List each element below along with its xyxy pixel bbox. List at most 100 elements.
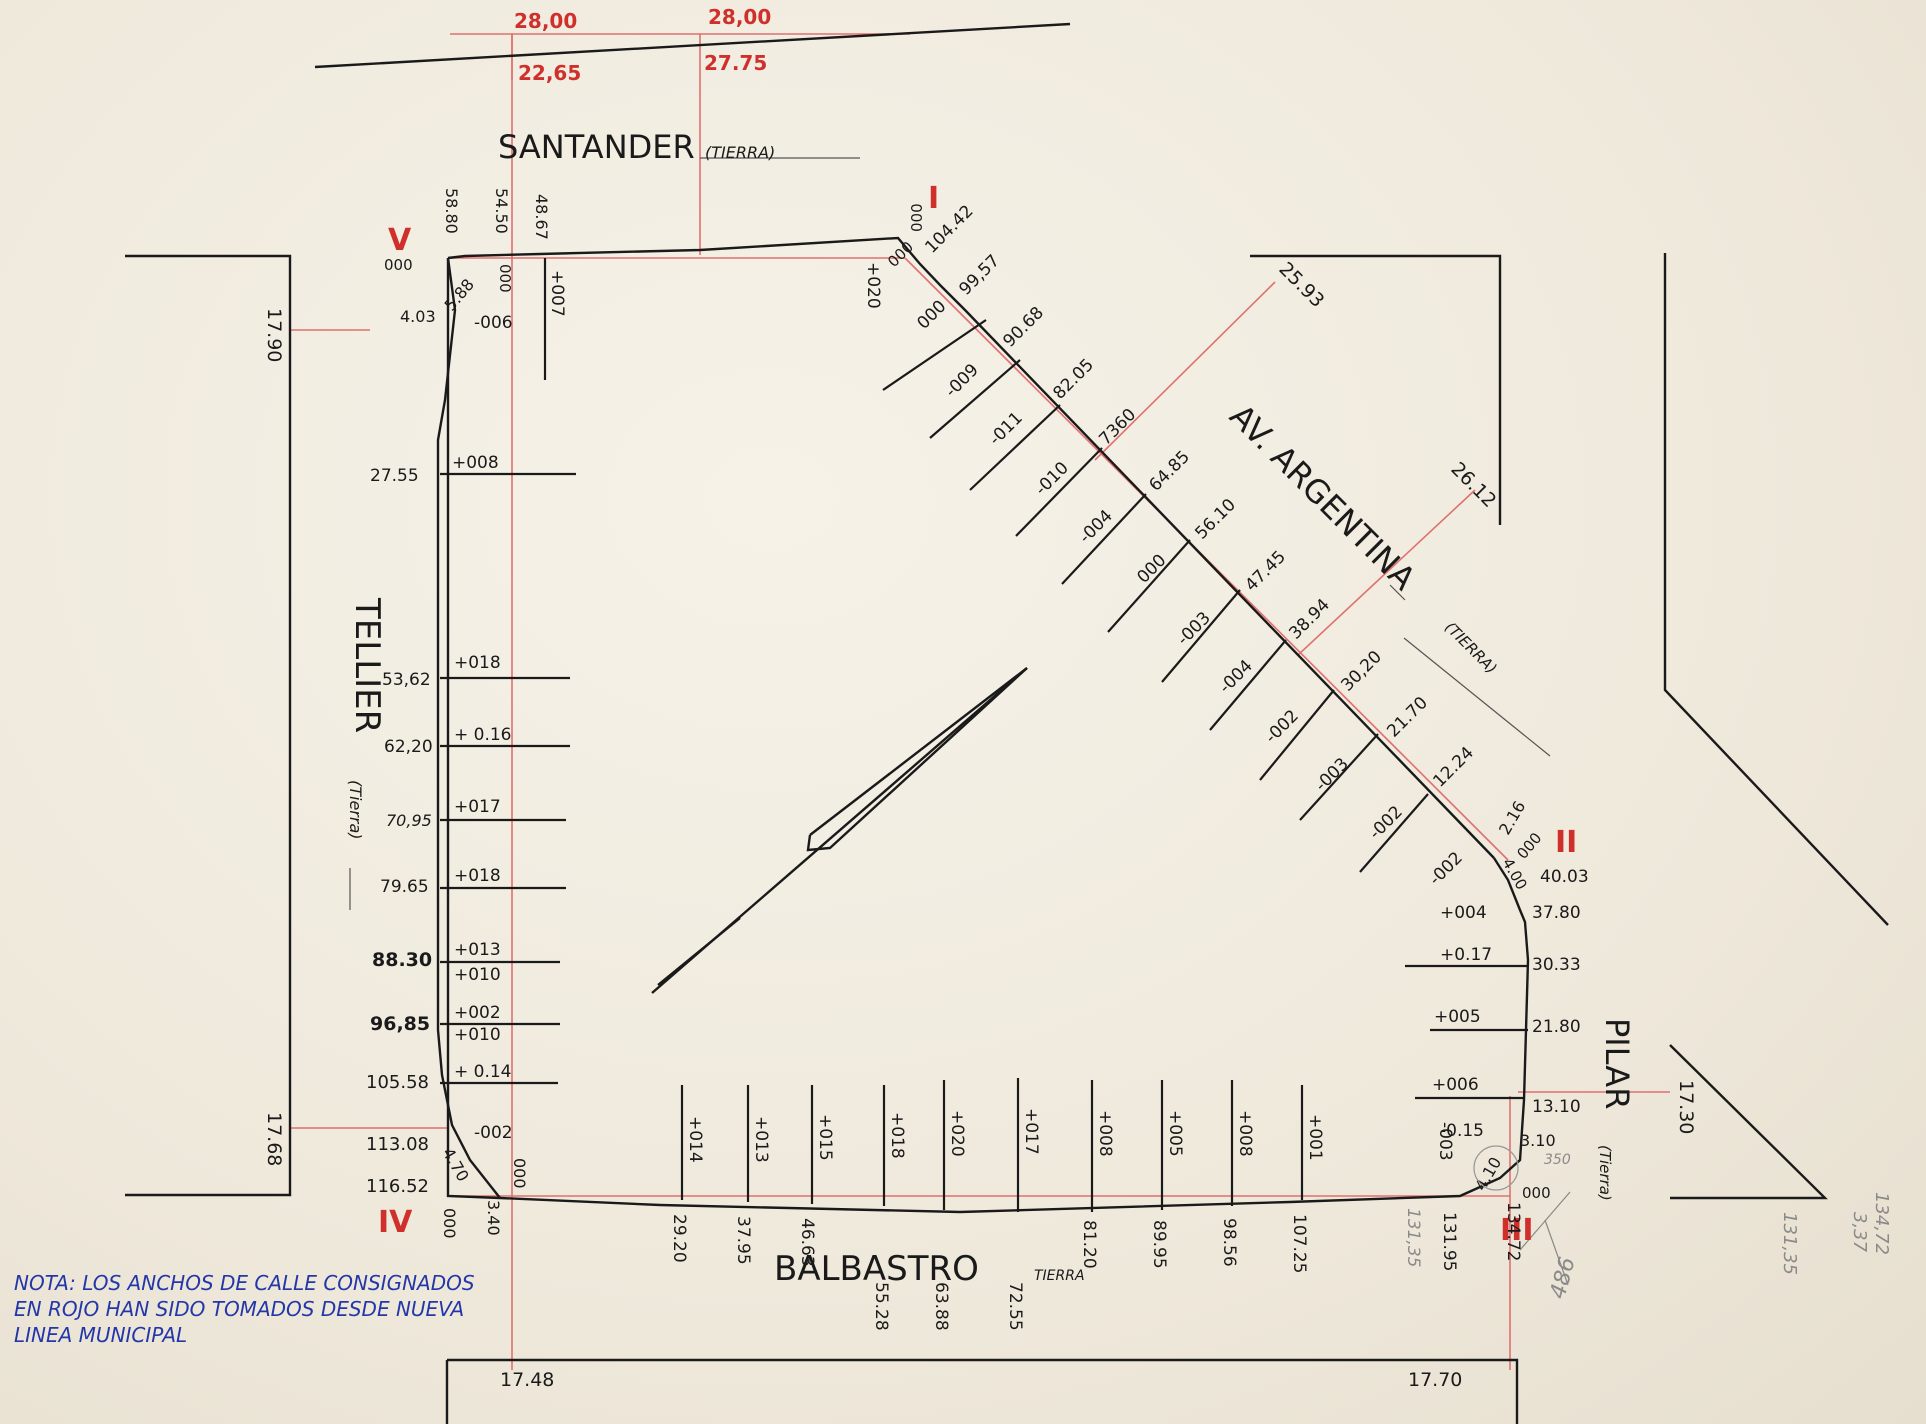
north-chain-588: 5.88: [441, 275, 478, 315]
balb-chain-2: 37.95: [733, 1216, 753, 1265]
tellier-chain-5: 79.65: [380, 877, 429, 897]
arg-level-11: -002: [1365, 802, 1406, 843]
tellier-chain-1: 27.55: [370, 466, 419, 486]
balb-level-9: +008: [1235, 1110, 1255, 1157]
pencil-note-3: 3,37: [1849, 1212, 1870, 1253]
street-balbastro: BALBASTRO: [774, 1249, 979, 1289]
pencil-note-4: 131,35: [1779, 1212, 1800, 1275]
arg-chain-5: 64.85: [1145, 447, 1194, 496]
width-tellier-top: 17.90: [263, 308, 285, 362]
balb-level-6: +017: [1021, 1108, 1041, 1155]
tellier-chain-11: 113.08: [366, 1134, 429, 1155]
pencil-note-2: 134,72: [1871, 1192, 1892, 1255]
balb-level-2: +013: [751, 1116, 771, 1163]
balb-level-11: -003: [1435, 1122, 1455, 1161]
width-argentina-top: 25.93: [1274, 258, 1328, 312]
note-line-1: NOTA: LOS ANCHOS DE CALLE CONSIGNADOS: [14, 1271, 475, 1295]
pilar-chain-5: 13.10: [1532, 1097, 1581, 1117]
arg-chain-10: 21.70: [1383, 693, 1432, 742]
north-level-v: 000: [384, 256, 413, 274]
tellier-chain-10: 105.58: [366, 1072, 429, 1093]
north-chain-2: 54.50: [492, 188, 511, 234]
balb-chain-6: 72.55: [1005, 1282, 1025, 1331]
pilar-level-2: +004: [1440, 903, 1487, 923]
tellier-ticks: [440, 258, 576, 1085]
arg-level-10: -003: [1311, 754, 1352, 795]
balb-level-10: +001: [1305, 1114, 1325, 1161]
street-balbastro-sub: TIERRA: [1034, 1268, 1085, 1284]
vertex-v: V: [388, 223, 412, 258]
red-reference-lines: [290, 33, 1670, 1370]
balb-level-4: +018: [887, 1112, 907, 1159]
street-tellier-sub: (Tierra): [346, 780, 365, 840]
arg-chain-8: 38.94: [1285, 595, 1334, 644]
street-pilar-sub: (Tierra): [1596, 1145, 1614, 1201]
tellier-level-5: +018: [454, 866, 501, 886]
arg-chain-11: 12.24: [1429, 743, 1478, 792]
street-tellier: TELLIER: [347, 597, 387, 733]
arg-level-12: -002: [1425, 848, 1466, 889]
pilar-chain-1: 40.03: [1540, 867, 1589, 887]
tellier-chain-8: 96,85: [370, 1013, 430, 1035]
tellier-level-3: + 0.16: [454, 725, 512, 745]
north-level-020: +020: [863, 262, 883, 309]
north-arrow: [651, 667, 1028, 994]
balb-level-5: +020: [947, 1110, 967, 1157]
argentina-stations: 99,57 000 90.68 -009 82.05 -011 7360 -01…: [913, 251, 1545, 893]
arg-chain-2: 90.68: [999, 303, 1048, 352]
balb-extra-2: 3.40: [484, 1200, 503, 1236]
north-level-2: 000: [496, 264, 514, 293]
street-pilar: PILAR: [1598, 1018, 1636, 1109]
tellier-level-11: -002: [474, 1123, 513, 1143]
arg-level-5: -004: [1075, 506, 1116, 547]
vertex-ii: II: [1555, 825, 1577, 860]
pencil-note-1: 486: [1546, 1255, 1581, 1302]
arg-chain-7: 47.45: [1241, 547, 1290, 596]
argentina-ticks: [882, 319, 1429, 873]
arg-chain-1: 99,57: [955, 251, 1004, 300]
top-width-1: 28,00: [514, 9, 577, 33]
balb-chain-4: 55.28: [871, 1282, 891, 1331]
balb-extra-5: 131,35: [1403, 1208, 1423, 1267]
tellier-level-4: +017: [454, 797, 501, 817]
pilar-chain-2: 37.80: [1532, 903, 1581, 923]
balb-chain-7: 81.20: [1079, 1220, 1099, 1269]
top-width-3: 22,65: [518, 61, 581, 85]
vertex-iv: IV: [378, 1205, 413, 1240]
balb-chain-9: 98.56: [1219, 1218, 1239, 1267]
balb-chain-8: 89.95: [1149, 1220, 1169, 1269]
balb-chain-12: 134.72: [1503, 1202, 1523, 1261]
tellier-chain-6: 88.30: [372, 949, 432, 971]
tellier-level-8: +002: [454, 1003, 501, 1023]
balb-chain-5: 63.88: [931, 1282, 951, 1331]
arg-level-2: -009: [941, 360, 982, 401]
north-chain-3: 48.67: [532, 194, 551, 240]
arg-level-1: 000: [913, 296, 950, 333]
north-stations: 58.80 54.50 48.67 000 000 4.03 5.88 -006…: [384, 188, 978, 333]
width-argentina-bottom: 26.12: [1446, 458, 1500, 512]
arg-chain-3: 82.05: [1049, 355, 1098, 404]
note-line-3: LINEA MUNICIPAL: [14, 1323, 187, 1347]
pilar-ticks: [1405, 964, 1528, 1100]
tellier-chain-12: 116.52: [366, 1176, 429, 1197]
pilar-level-4: +005: [1434, 1007, 1481, 1027]
street-av-argentina-sub: (TIERRA): [1441, 618, 1500, 677]
balbastro-stations: +014 29.20 +013 37.95 +015 46.63 +018 55…: [440, 1108, 1523, 1331]
north-level-006: -006: [474, 313, 513, 333]
pilar-stations: 40.03 37.80 +004 30.33 +0.17 21.80 +005 …: [1432, 867, 1589, 1202]
north-chain-403: 4.03: [400, 307, 436, 326]
block-outline: [436, 236, 1530, 1214]
pilar-chain-4: 21.80: [1532, 1017, 1581, 1037]
top-road-line: [314, 22, 1071, 69]
balb-level-7: +008: [1095, 1110, 1115, 1157]
vertex-i: I: [928, 181, 939, 216]
tellier-level-12: 4.70: [439, 1145, 473, 1185]
tellier-level-9: +010: [454, 1025, 501, 1045]
balb-chain-1: 29.20: [669, 1214, 689, 1263]
balb-extra-3: 000: [440, 1208, 459, 1239]
pilar-chain-6: 3.10: [1520, 1131, 1556, 1150]
balb-extra-1: 000: [510, 1158, 529, 1189]
balbastro-ticks: [680, 1078, 1304, 1212]
